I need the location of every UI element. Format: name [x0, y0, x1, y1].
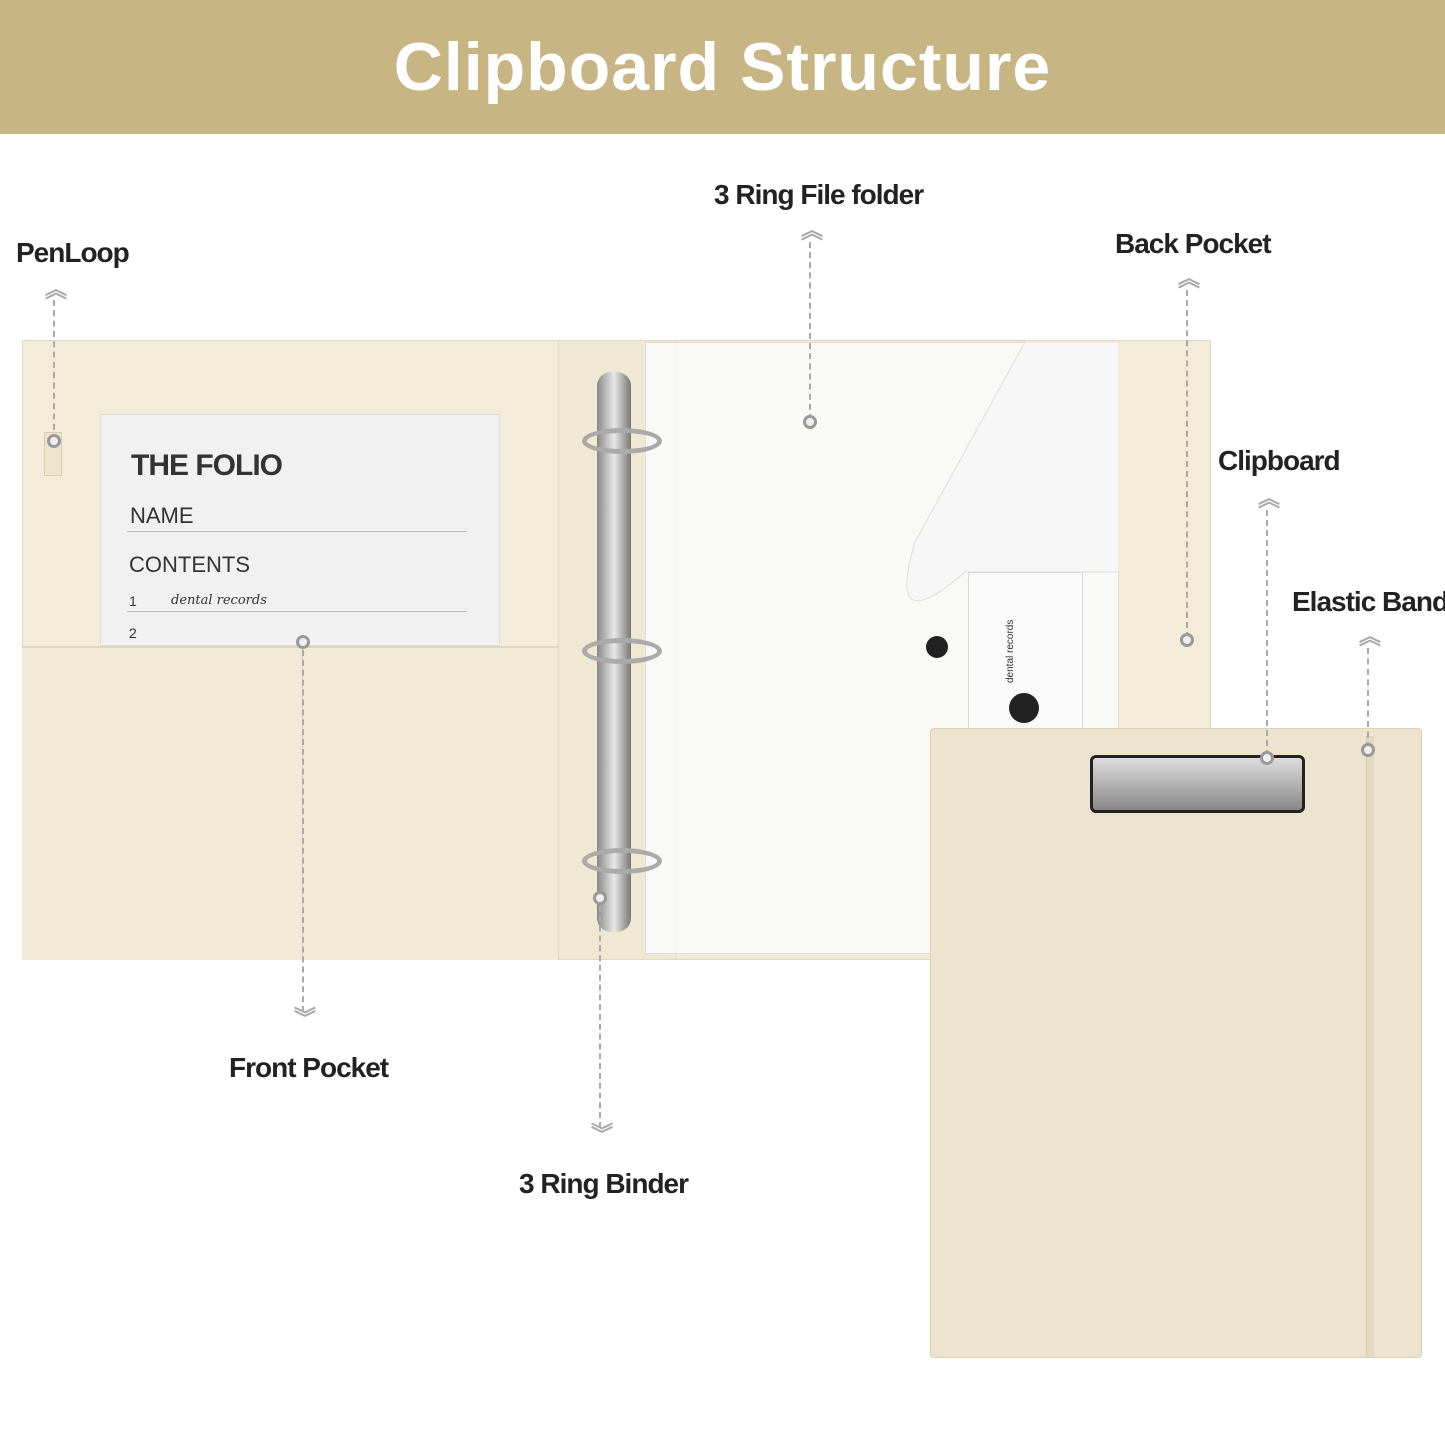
arrow-up-icon: ︽: [1258, 486, 1281, 511]
label-ring-binder: 3 Ring Binder: [519, 1168, 689, 1199]
envelope-label-card: dental records: [968, 572, 1083, 732]
binder-ring: [582, 848, 662, 874]
elastic-band: [1366, 736, 1374, 1358]
arrow-up-icon: ︽: [1178, 266, 1201, 291]
arrow-up-icon: ︽: [45, 277, 68, 302]
card-name-label: NAME: [130, 503, 194, 528]
label-pen-loop: PenLoop: [16, 237, 130, 268]
snap-button-icon: [926, 636, 948, 658]
arrow-up-icon: ︽: [801, 218, 824, 243]
label-ring-file-folder: 3 Ring File folder: [714, 179, 924, 210]
front-pocket: [22, 646, 560, 960]
binder-ring: [582, 428, 662, 454]
card-line-number: 1: [129, 593, 137, 609]
label-elastic-band: Elastic Band: [1292, 586, 1445, 617]
envelope-label-text: dental records: [1005, 619, 1016, 683]
clipboard-clip: [1090, 755, 1305, 813]
card-handwriting: dental records: [171, 593, 267, 608]
arrow-down-icon: ︾: [591, 1122, 614, 1147]
header-banner: Clipboard Structure: [0, 0, 1445, 134]
binder-ring: [582, 638, 662, 664]
logo-icon: [1009, 693, 1039, 723]
envelope-flap: [906, 342, 1119, 658]
clipboard-board: [930, 728, 1422, 1358]
label-front-pocket: Front Pocket: [229, 1052, 389, 1083]
insert-card: THE FOLIO NAME CONTENTS 1 dental records…: [100, 414, 500, 646]
arrow-up-icon: ︽: [1359, 624, 1382, 649]
page-title: Clipboard Structure: [393, 29, 1052, 105]
label-back-pocket: Back Pocket: [1115, 228, 1272, 259]
arrow-down-icon: ︾: [294, 1006, 317, 1031]
label-clipboard: Clipboard: [1218, 445, 1341, 476]
card-title: THE FOLIO: [131, 449, 283, 482]
card-contents-label: CONTENTS: [129, 552, 250, 577]
card-line-number: 2: [129, 625, 137, 641]
